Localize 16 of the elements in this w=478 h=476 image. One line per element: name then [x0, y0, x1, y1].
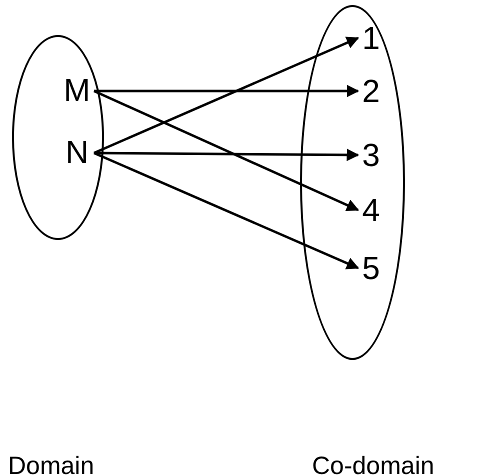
- arrow: [93, 90, 360, 212]
- arrow: [94, 84, 360, 98]
- set-element: 4: [358, 192, 384, 228]
- set-element: 1: [358, 20, 384, 56]
- arrow: [94, 36, 360, 154]
- set-ellipse: [12, 35, 104, 240]
- set-ellipse: [300, 5, 405, 360]
- set-element: 3: [358, 137, 384, 173]
- set-label: Domain: [8, 452, 94, 476]
- arrow: [94, 148, 360, 162]
- set-label: Co-domain: [312, 452, 434, 476]
- set-element: N: [58, 134, 96, 172]
- set-element: 2: [358, 73, 384, 109]
- arrow: [94, 152, 360, 270]
- set-element: M: [58, 72, 96, 110]
- set-element: 5: [358, 250, 384, 286]
